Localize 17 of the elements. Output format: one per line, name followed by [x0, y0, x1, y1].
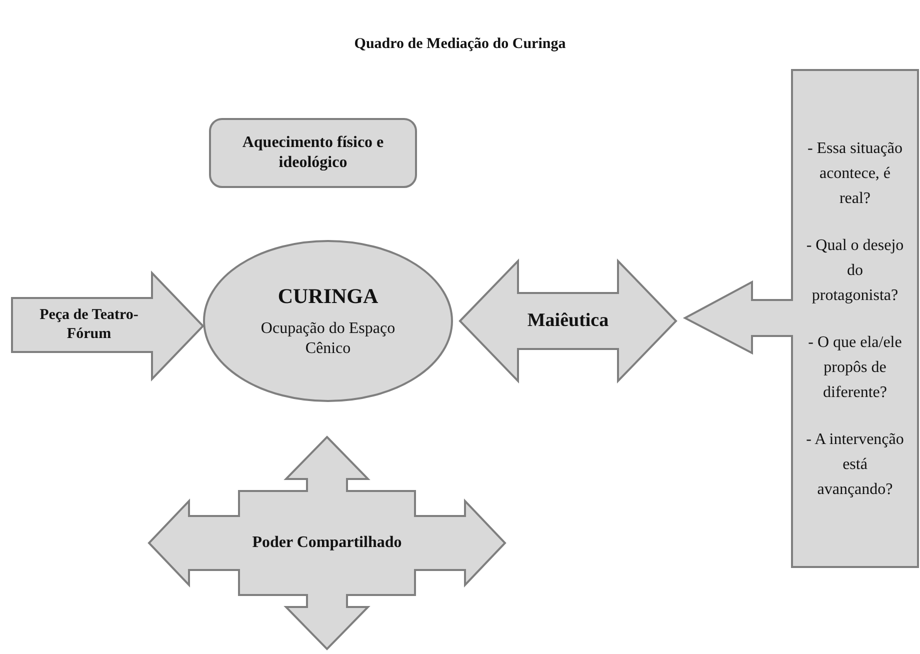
node-text: - Qual o desejo do protagonista?: [805, 236, 905, 306]
callout-box: [685, 70, 918, 567]
node-text: - Essa situação acontece, é real?: [806, 138, 904, 208]
double-arrow: [458, 258, 678, 384]
node-label: Aquecimento físico e ideológico: [241, 133, 385, 173]
diagram-title: Quadro de Mediação do Curinga: [353, 36, 567, 53]
edge-label: Maiêutica: [527, 310, 609, 332]
node-text: - A intervenção está avançando?: [805, 430, 905, 500]
ellipse: [203, 240, 453, 402]
rounded-box: [209, 118, 417, 188]
node-text: Ocupação do Espaço Cênico: [260, 319, 396, 360]
node-label: Poder Compartilhado: [252, 533, 402, 553]
node-label: Peça de Teatro-Fórum: [38, 306, 140, 344]
node-heading: CURINGA: [278, 282, 378, 310]
node-text: - O que ela/ele propôs de diferente?: [807, 332, 903, 402]
four-way-arrow: [149, 437, 505, 649]
block-arrow: [12, 273, 203, 379]
